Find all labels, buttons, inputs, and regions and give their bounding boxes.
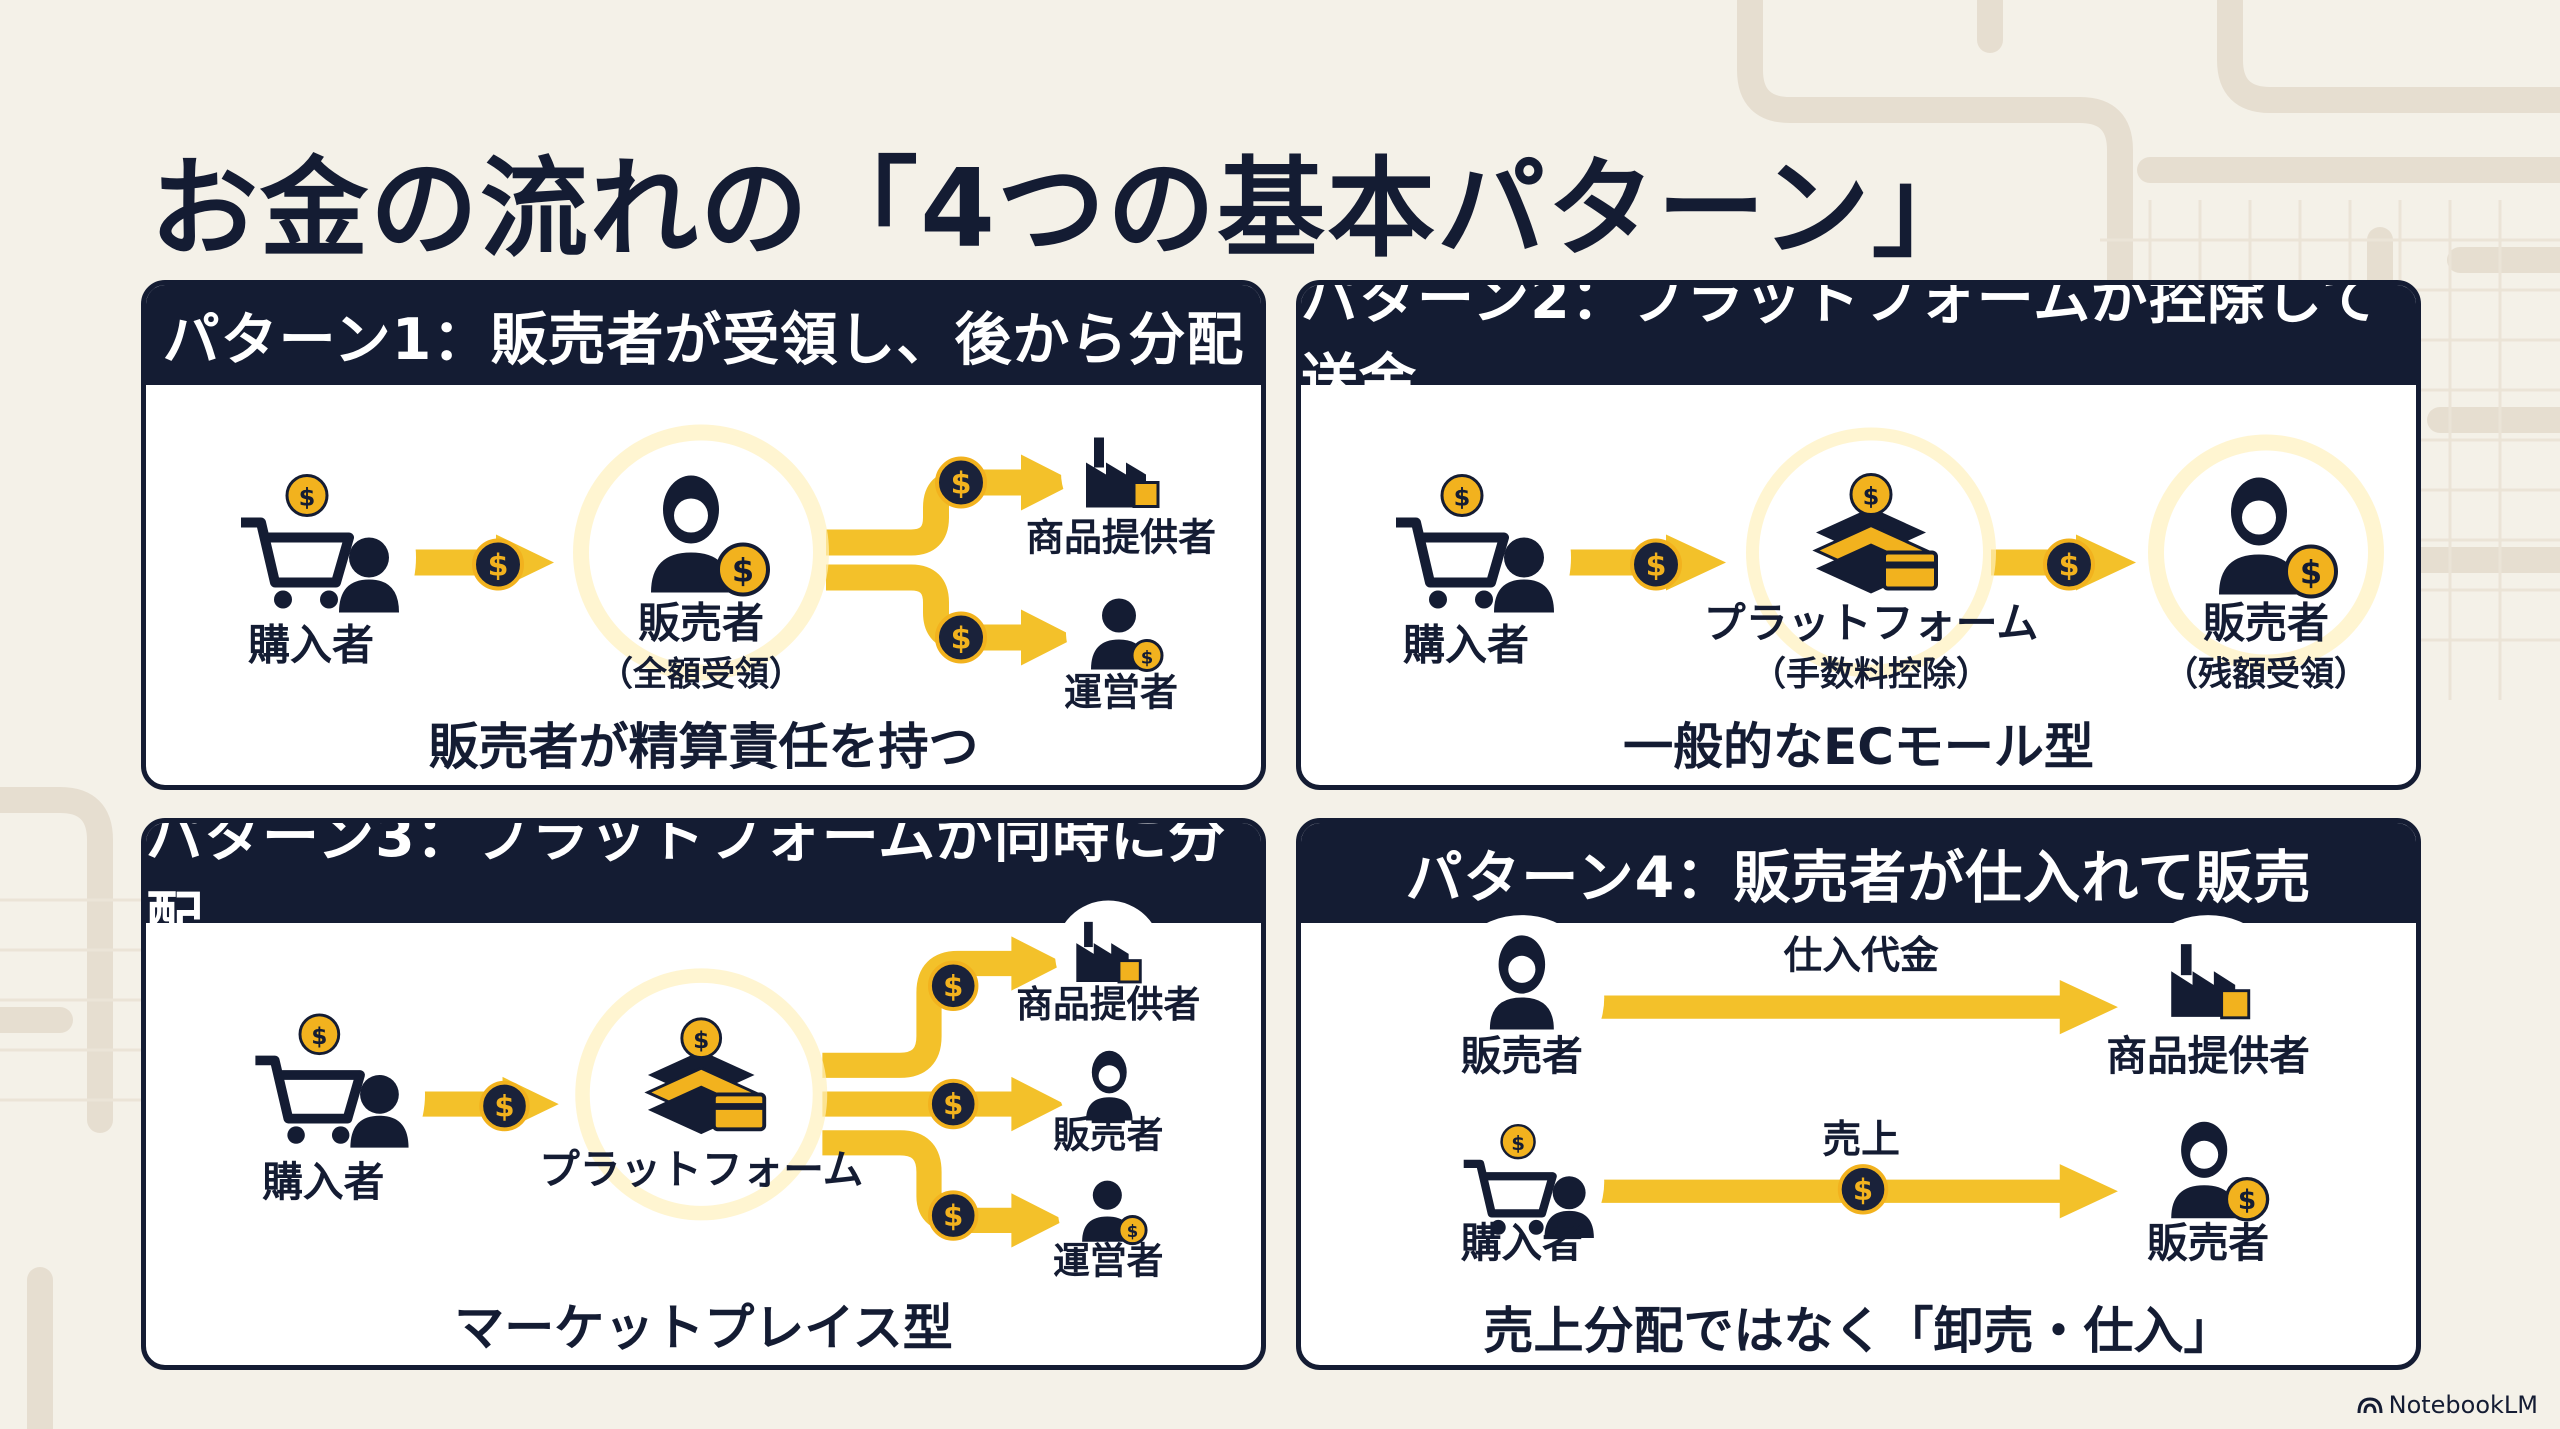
pattern-4-panel: パターン4：販売者が仕入れて販売 仕入代金 売上 $ 販売者 [1296, 818, 2421, 1370]
cart-buyer-icon: $ [1463, 1123, 1594, 1239]
factory-icon [2171, 944, 2251, 1020]
pattern-4-caption: 売上分配ではなく「卸売・仕入」 [1483, 1302, 2234, 1360]
buyer-label: 購入者 [262, 1158, 384, 1206]
svg-text:$: $ [943, 1199, 963, 1233]
pattern-3-heading: パターン3：プラットフォームが同時に分配 [146, 823, 1261, 952]
seller-label: 販売者 [1053, 1114, 1163, 1157]
seller-icon [1086, 1050, 1133, 1121]
svg-text:$: $ [1511, 1132, 1525, 1155]
seller-label: 販売者 [638, 599, 764, 648]
pattern-1-heading: パターン1：販売者が受領し、後から分配 [146, 285, 1261, 385]
platform-sub-label: （手数料控除） [1752, 655, 1990, 695]
cart-buyer-icon: $ [255, 1013, 409, 1148]
buyer-label: 購入者 [1461, 1219, 1583, 1267]
dollar-coin-icon: $ [472, 538, 524, 591]
svg-text:$: $ [494, 1090, 514, 1124]
notebooklm-logo: NotebookLM [2357, 1391, 2538, 1419]
seller-label: 販売者 [2203, 599, 2329, 648]
supplier-label: 商品提供者 [1026, 516, 1216, 560]
svg-text:$: $ [951, 467, 972, 502]
operator-icon: $ [1082, 1180, 1148, 1246]
buyer-label: 購入者 [1403, 621, 1529, 670]
seller-top-label: 販売者 [1461, 1032, 1583, 1080]
seller-coin-icon: $ [651, 475, 770, 597]
cart-buyer-icon: $ [1396, 474, 1554, 613]
dollar-coin-icon: $ [935, 456, 987, 509]
operator-label: 運営者 [1053, 1240, 1163, 1283]
dollar-coin-icon: $ [1630, 538, 1682, 591]
pattern-3-caption: マーケットプレイス型 [454, 1299, 953, 1357]
svg-text:$: $ [311, 1023, 327, 1050]
factory-icon [1086, 437, 1160, 508]
svg-text:$: $ [1454, 484, 1471, 512]
seller-icon [1489, 935, 1554, 1030]
factory-icon [1076, 921, 1142, 984]
dollar-coin-icon: $ [935, 611, 987, 664]
svg-text:$: $ [299, 484, 316, 512]
svg-text:$: $ [1646, 549, 1667, 584]
notebooklm-logo-text: NotebookLM [2388, 1391, 2538, 1419]
buyer-label: 購入者 [248, 621, 374, 670]
pattern-2-caption: 一般的なECモール型 [1623, 718, 2094, 776]
platform-label: プラットフォーム [539, 1146, 863, 1194]
pattern-2-panel: パターン2：プラットフォームが控除して送金 $ $ $ 購入者 [1296, 280, 2421, 790]
cart-buyer-icon: $ [241, 474, 399, 613]
pattern-4-diagram: 仕入代金 売上 $ 販売者 商品提供者 $ [1439, 915, 2310, 1267]
dollar-coin-icon: $ [928, 1078, 979, 1130]
pattern-1-diagram: $ $ $ $ 購入者 $ 販売者 [206, 412, 1216, 715]
dollar-coin-icon: $ [928, 960, 979, 1012]
svg-text:$: $ [1127, 1222, 1138, 1241]
supplier-label: 商品提供者 [2106, 1032, 2309, 1080]
svg-text:$: $ [943, 1088, 963, 1122]
dollar-coin-icon: $ [928, 1190, 979, 1241]
pattern-2-diagram: $ $ $ 購入者 $ プラットフォーム （手数料控 [1361, 427, 2384, 695]
operator-label: 運営者 [1064, 671, 1178, 715]
notebooklm-logo-icon [2357, 1397, 2383, 1414]
pattern-1-panel: パターン1：販売者が受領し、後から分配 $ $ $ [141, 280, 1266, 790]
seller-coin-icon: $ [2171, 1121, 2270, 1222]
pattern-4-heading: パターン4：販売者が仕入れて販売 [1301, 823, 2416, 923]
pattern-3-panel: パターン3：プラットフォームが同時に分配 $ $ $ $ [141, 818, 1266, 1370]
dollar-coin-icon: $ [1837, 1164, 1889, 1215]
svg-text:$: $ [1141, 648, 1154, 669]
platform-stack-icon: $ [1812, 473, 1938, 594]
pattern-2-heading: パターン2：プラットフォームが控除して送金 [1301, 285, 2416, 414]
seller-coin-icon: $ [2219, 477, 2338, 599]
svg-text:$: $ [1863, 483, 1880, 511]
seller-bottom-label: 販売者 [2147, 1219, 2269, 1267]
svg-text:$: $ [2059, 549, 2080, 584]
svg-text:$: $ [943, 969, 963, 1003]
seller-sub-label: （残額受領） [2164, 655, 2368, 695]
supplier-label: 商品提供者 [1016, 983, 1200, 1026]
svg-text:$: $ [732, 552, 754, 590]
dollar-coin-icon: $ [2043, 538, 2095, 591]
pattern-1-caption: 販売者が精算責任を持つ [428, 718, 979, 776]
main-title: お金の流れの「4つの基本パターン」 [150, 147, 1982, 272]
svg-text:$: $ [693, 1027, 709, 1054]
svg-text:$: $ [2238, 1186, 2256, 1216]
svg-text:$: $ [1853, 1173, 1873, 1207]
purchase-payment-label: 仕入代金 [1784, 933, 1939, 978]
svg-text:$: $ [951, 622, 972, 657]
seller-sub-label: （全額受領） [599, 655, 803, 695]
pattern-3-diagram: $ $ $ $ $ 購入者 [221, 900, 1200, 1283]
platform-label: プラットフォーム [1704, 599, 2039, 648]
operator-icon: $ [1091, 598, 1164, 672]
sales-label: 売上 [1822, 1118, 1900, 1163]
svg-text:$: $ [2300, 554, 2322, 592]
svg-text:$: $ [488, 549, 509, 584]
dollar-coin-icon: $ [479, 1080, 530, 1132]
